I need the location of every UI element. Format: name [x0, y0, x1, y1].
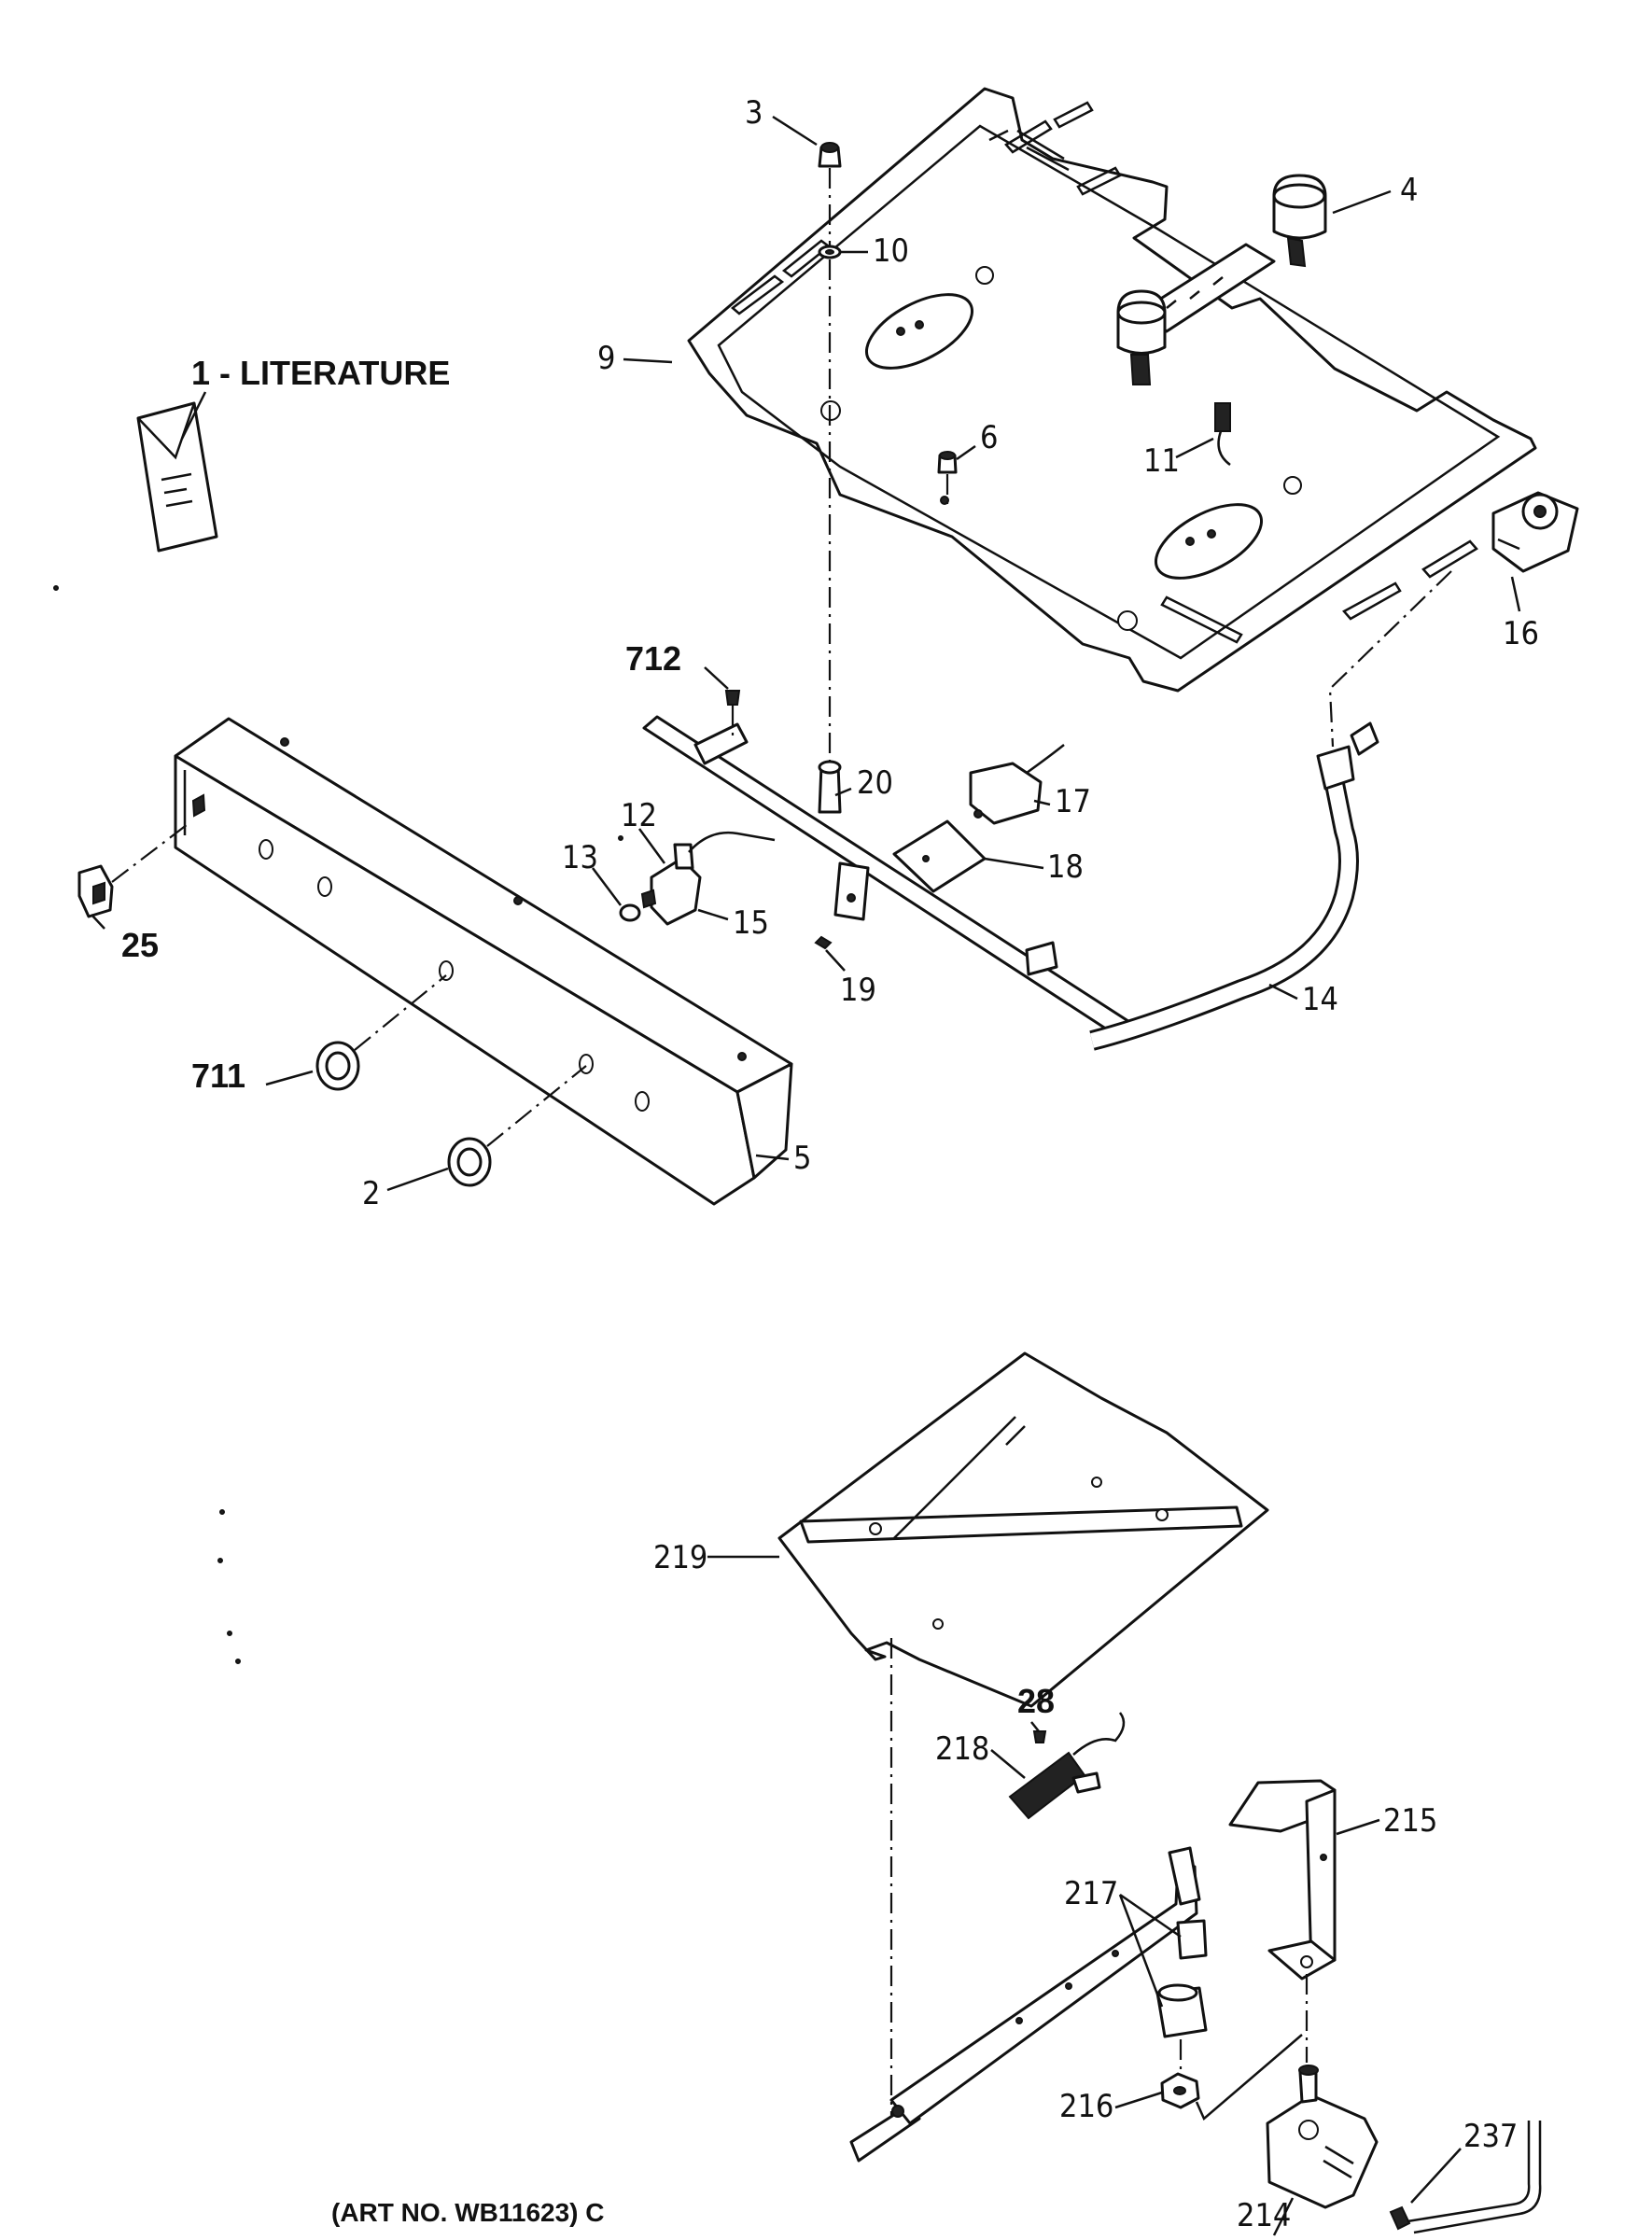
specks: [53, 585, 623, 1664]
callout-10: 10: [873, 232, 909, 270]
literature-label: 1 - LITERATURE: [191, 354, 450, 392]
screw-6: [937, 451, 958, 474]
callout-13: 13: [562, 839, 598, 876]
callout-14: 14: [1302, 981, 1338, 1018]
igniter: [1214, 402, 1231, 467]
screw-3: [818, 142, 842, 168]
callout-215: 215: [1383, 1802, 1437, 1840]
callout-3: 3: [745, 94, 763, 132]
callout-6: 6: [980, 419, 998, 456]
callout-214: 214: [1237, 2197, 1291, 2234]
igniter-218: [1008, 1712, 1126, 1820]
callout-18: 18: [1047, 848, 1084, 886]
baffle-219: [777, 1351, 1269, 1708]
screw-712: [724, 690, 741, 737]
callout-2: 2: [362, 1175, 380, 1212]
valve-15: [640, 831, 776, 926]
callout-218: 218: [935, 1730, 989, 1768]
callout-28: 28: [1017, 1682, 1055, 1720]
fitting-217-lower: [1155, 1983, 1208, 2038]
orifice-20: [818, 760, 842, 814]
switch-17: [969, 744, 1065, 825]
callout-711: 711: [191, 1057, 245, 1095]
callout-20: 20: [857, 764, 893, 802]
bezel-2: [447, 1065, 587, 1187]
callout-9: 9: [597, 340, 615, 377]
callout-216: 216: [1059, 2088, 1113, 2125]
art-number: (ART NO. WB11623) C: [331, 2198, 605, 2227]
tube-237: [1389, 2121, 1542, 2234]
burner-assembly: [1116, 174, 1327, 385]
callout-712: 712: [625, 639, 681, 678]
gas-pipe: [1089, 721, 1379, 1051]
callout-labels: 3 4 10 9 6 11 16 712 20 17 18 12 13 15 1…: [121, 94, 1539, 2234]
callout-217: 217: [1064, 1875, 1118, 1912]
valve-bracket: [1491, 491, 1579, 573]
leader-lines-bottom: [707, 1555, 1462, 2236]
screw-19: [814, 935, 833, 950]
callout-16: 16: [1503, 615, 1539, 652]
callout-11: 11: [1143, 442, 1180, 480]
literature-envelope: [136, 391, 218, 553]
callout-219: 219: [653, 1539, 707, 1576]
control-panel: [174, 717, 793, 1206]
burner-box: [687, 87, 1537, 693]
washer-10: [818, 245, 842, 259]
callout-12: 12: [621, 797, 657, 834]
bracket-215: [1228, 1779, 1337, 1981]
washer-13: [619, 903, 641, 922]
screw-28: [1032, 1730, 1047, 1743]
bezel-711: [315, 974, 447, 1091]
callout-4: 4: [1400, 172, 1418, 209]
oven-burner-tube: [849, 1846, 1201, 2163]
callout-237: 237: [1463, 2118, 1518, 2155]
callout-15: 15: [733, 904, 769, 942]
leader-lines-top: [91, 115, 1521, 1192]
clip-25: [77, 820, 192, 918]
callout-25: 25: [121, 926, 159, 964]
safety-valve-214: [1266, 2065, 1379, 2209]
nut-216: [1160, 2072, 1200, 2109]
callout-19: 19: [840, 972, 876, 1009]
callout-17: 17: [1055, 783, 1091, 820]
fitting-217-upper: [1176, 1919, 1208, 1960]
callout-5: 5: [793, 1140, 811, 1177]
